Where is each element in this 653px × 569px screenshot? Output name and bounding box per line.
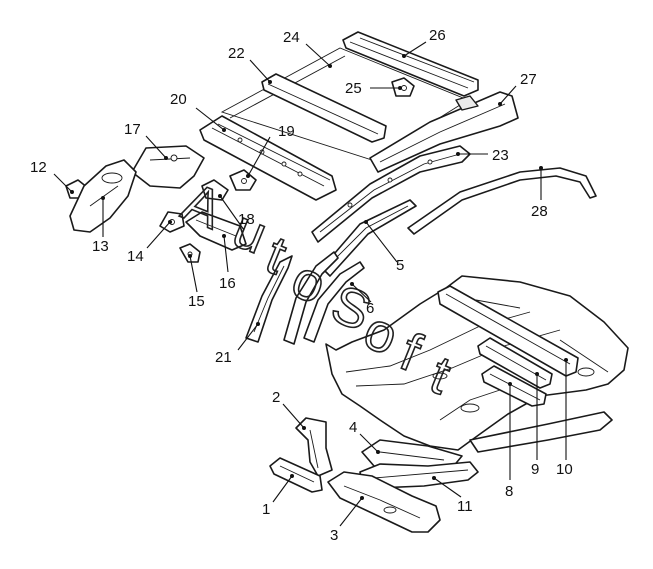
callout-label: 21 <box>215 349 232 366</box>
callout-label: 17 <box>124 121 141 138</box>
callout-label: 27 <box>520 71 537 88</box>
rear-crossmember <box>437 285 579 377</box>
callout-label: 15 <box>188 293 205 310</box>
callout-label: 23 <box>492 147 509 164</box>
callout-label: 28 <box>531 203 548 220</box>
bracket-1 <box>269 457 323 493</box>
bracket-19 <box>229 169 257 191</box>
callout-label: 22 <box>228 45 245 62</box>
bracket-17 <box>131 145 205 189</box>
callout-label: 14 <box>127 248 144 265</box>
a-pillar-inner <box>245 255 293 343</box>
callout-label: 19 <box>278 123 295 140</box>
callout-label: 3 <box>330 527 338 544</box>
callout-labels: 1 2 3 4 5 6 8 9 10 11 12 13 14 15 16 17 … <box>30 27 573 544</box>
crossmember-8 <box>481 365 547 407</box>
a-pillar-outer <box>303 261 365 343</box>
callout-label: 10 <box>556 461 573 478</box>
a-pillar-reinforcement <box>283 251 339 345</box>
roof-edge-trim <box>407 167 597 235</box>
cowl-side-brace <box>185 211 247 251</box>
callout-label: 11 <box>457 498 473 515</box>
callout-label: 25 <box>345 80 362 97</box>
roof-side-rail-inner <box>311 145 471 243</box>
side-sill-panel <box>321 199 417 277</box>
callout-label: 6 <box>366 300 374 317</box>
rear-roof-rail <box>342 31 479 97</box>
windshield-header <box>199 115 337 201</box>
roof-bow-front <box>261 73 387 143</box>
bracket-25 <box>391 77 415 97</box>
leader-lines <box>53 41 568 527</box>
callout-label: 4 <box>349 419 357 436</box>
roof-side-rail-outer <box>369 91 519 173</box>
callout-label: 5 <box>396 257 404 274</box>
callout-label: 12 <box>30 159 47 176</box>
callout-label: 18 <box>238 211 255 228</box>
callout-label: 13 <box>92 238 109 255</box>
rear-sill-extension <box>469 411 613 453</box>
callout-label: 1 <box>262 501 270 518</box>
callout-label: 16 <box>219 275 236 292</box>
callout-label: 26 <box>429 27 446 44</box>
callout-label: 8 <box>505 483 513 500</box>
callout-label: 20 <box>170 91 187 108</box>
callout-label: 9 <box>531 461 539 478</box>
bolt-15 <box>179 243 201 263</box>
callout-label: 24 <box>283 29 300 46</box>
callout-label: 2 <box>272 389 280 406</box>
pillar-bracket-2 <box>295 417 333 477</box>
front-floor-side-member <box>327 471 441 533</box>
